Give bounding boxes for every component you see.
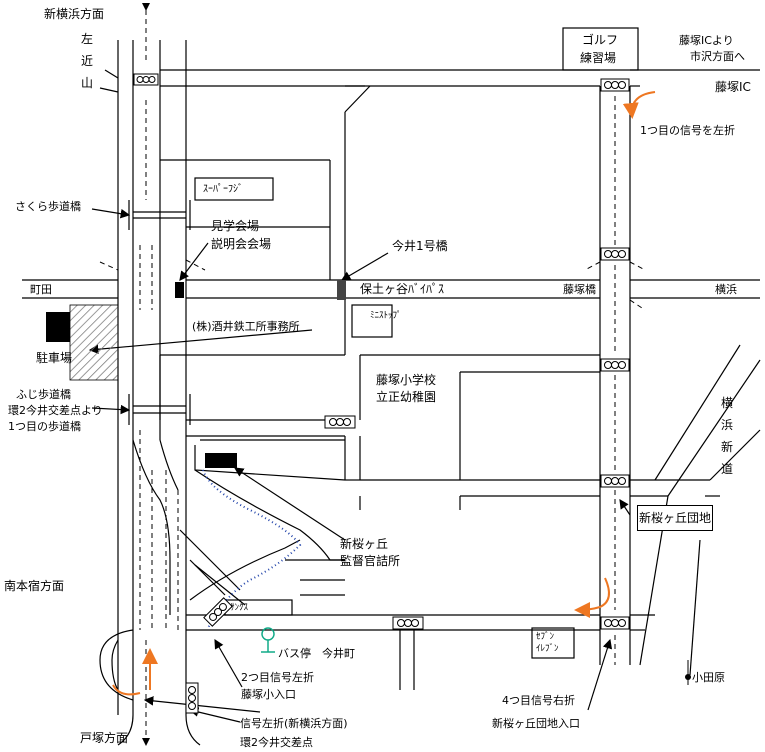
label-yokohama: 横浜 [715, 283, 737, 296]
traffic-signal-icon [324, 415, 356, 429]
footpath [202, 469, 302, 629]
label-first-signal-left: 1つ目の信号を左折 [640, 124, 735, 137]
label-kan2-imai: 環2今井交差点 [240, 736, 313, 749]
turn-arrow-icon [112, 684, 141, 696]
label-odawara: 小田原 [692, 671, 725, 684]
label-school: 藤塚小学校 [376, 373, 437, 387]
label-office: (株)酒井鉄工所事務所 [192, 320, 300, 333]
label-totsuka: 戸塚方面 [80, 731, 129, 745]
label-yokohama-shindo: 横浜新道 [720, 396, 733, 476]
north-arrow-icon [685, 660, 691, 685]
label-fujitsuka-ic-from: 藤塚ICより [679, 34, 734, 47]
label-imai-bridge: 今井1号橋 [392, 239, 448, 253]
label-eleven: ｲﾚﾌﾞﾝ [536, 644, 559, 654]
label-super-fuji: ｽｰﾊﾟｰﾌｼﾞ [203, 184, 243, 195]
label-kantoku: 監督官詰所 [340, 554, 401, 568]
traffic-signal-icon [203, 597, 233, 627]
parking-lot [69, 304, 119, 381]
label-shinsakura-danchi: 新桜ヶ丘団地 [637, 505, 713, 531]
traffic-signal-icon [600, 616, 630, 630]
label-fujitsuka-ic: 藤塚IC [715, 80, 751, 94]
traffic-signal-icon [600, 474, 630, 488]
label-first-bridge: 1つ目の歩道橋 [8, 420, 81, 433]
label-shinsakura-iriguchi: 新桜ヶ丘団地入口 [492, 717, 580, 730]
office-building [46, 312, 70, 342]
label-shin-yokohama: 新横浜方面 [44, 7, 105, 21]
label-fourth-signal: 4つ目信号右折 [502, 694, 575, 707]
traffic-signal-icon [133, 73, 159, 86]
label-fujitsuka-bashi: 藤塚橋 [563, 283, 596, 296]
label-setsumei: 説明会会場 [211, 237, 272, 251]
traffic-signal-icon [600, 358, 630, 372]
label-shinsakuragaoka: 新桜ヶ丘 [340, 537, 389, 551]
traffic-signal-icon [600, 78, 630, 92]
label-minami-honjuku: 南本宿方面 [4, 579, 65, 593]
label-seven: ｾﾌﾞﾝ [536, 632, 555, 642]
label-bus-stop: バス停 今井町 [278, 647, 355, 660]
label-fuji-bridge: ふじ歩道橋 [16, 388, 71, 401]
label-golf: ゴルフ [582, 33, 619, 47]
traffic-signal-icon [600, 247, 630, 261]
label-ministop: ﾐﾆｽﾄｯﾌﾟ [370, 311, 402, 321]
turn-arrow-icon [622, 91, 656, 119]
label-kengaku: 見学会場 [211, 219, 260, 233]
label-sunkus: ｻﾝｸｽ [230, 603, 249, 613]
imai-bridge-marker [337, 280, 346, 300]
label-kindergarten: 立正幼稚園 [376, 390, 437, 404]
label-signal-left: 信号左折(新横浜方面) [240, 717, 348, 730]
label-kan2-from: 環2今井交差点より [8, 404, 103, 417]
label-golf-range: 練習場 [580, 51, 617, 65]
label-ichisawa: 市沢方面へ [690, 50, 745, 63]
supervisor-office [205, 453, 237, 468]
label-second-signal: 2つ目信号左折 [241, 671, 314, 684]
bus-stop-icon [261, 627, 275, 653]
turn-arrow-icon [574, 577, 610, 618]
label-machida: 町田 [30, 283, 52, 296]
label-parking: 駐車場 [36, 351, 73, 365]
label-fujitsuka-sho: 藤塚小入口 [241, 688, 296, 701]
label-sakura-bridge: さくら歩道橋 [15, 200, 81, 213]
label-sakon-yama: 左近山 [80, 32, 93, 90]
traffic-signal-icon [185, 682, 199, 714]
label-hodogaya-bypass: 保土ヶ谷ﾊﾞｲﾊﾟｽ [360, 282, 445, 296]
traffic-signal-icon [392, 616, 424, 630]
venue-building [175, 282, 184, 298]
